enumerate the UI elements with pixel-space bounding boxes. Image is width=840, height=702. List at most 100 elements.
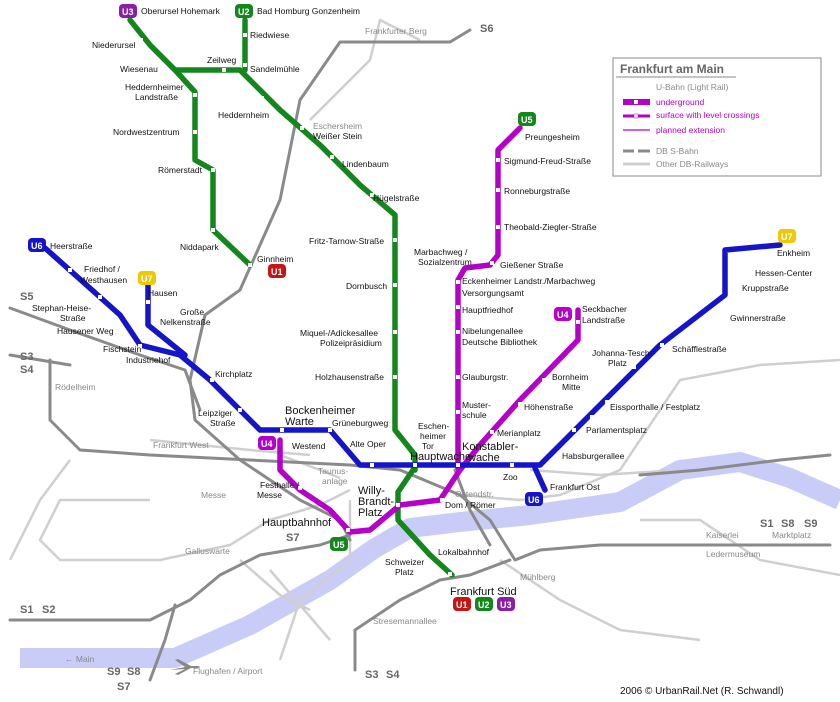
label-schweizer-2: Platz (395, 567, 414, 577)
label-eissporthalle: Eissporthalle / Festplatz (610, 402, 700, 412)
legend-item-surface: surface with level crossings (656, 110, 759, 120)
badge-u7-enkheim: U7 (778, 229, 796, 243)
label-fritz-tarnow: Fritz-Tarnow-Straße (309, 236, 384, 246)
label-frankfurt-sued: Frankfurt Süd (450, 586, 517, 598)
label-musterschule-1: Muster- (462, 400, 491, 410)
label-eschenheimer-2: heimer (420, 431, 446, 441)
label-willy-3: Platz (358, 507, 382, 519)
label-miquel-1: Miquel-/Adickesallee (300, 328, 378, 338)
s5-left-label: S5 (20, 291, 33, 303)
label-hauptfriedhof: Hauptfriedhof (462, 305, 514, 315)
label-muehlberg: Mühlberg (520, 572, 556, 582)
label-miquel-2: Polizeipräsidium (320, 338, 382, 348)
label-messe: Messe (201, 490, 226, 500)
label-main-river: ← Main (65, 654, 95, 664)
badge-u6-ost: U6 (525, 492, 543, 506)
label-zoo: Zoo (503, 472, 518, 482)
label-leipziger-2: Straße (210, 418, 236, 428)
badge-u5-hbf: U5 (330, 537, 348, 551)
label-schweizer-1: Schweizer (385, 557, 424, 567)
label-heddernheim: Heddernheim (218, 110, 269, 120)
label-taunus-2: anlage (322, 476, 348, 486)
badge-u3-label: U3 (122, 7, 134, 17)
s6-top-label: S6 (480, 23, 493, 35)
label-industriehof: Industriehof (126, 355, 171, 365)
label-zeilweg: Zeilweg (207, 55, 237, 65)
label-seckbacher-2: Landstraße (582, 315, 625, 325)
label-frankfurter-berg: Frankfurter Berg (365, 26, 427, 36)
label-musterschule-2: schule (462, 410, 487, 420)
label-grosse-2: Nelkenstraße (160, 317, 211, 327)
s3-bottom-label: S3 (365, 669, 378, 681)
label-eschenheimer-3: Tor (422, 441, 434, 451)
label-kirchplatz: Kirchplatz (215, 369, 252, 379)
label-willy-2: Brandt- (358, 496, 394, 508)
db-other-railways (8, 18, 840, 661)
label-lindenbaum: Lindenbaum (342, 159, 389, 169)
label-marktplatz: Marktplatz (772, 530, 811, 540)
label-bad-homburg: Bad Homburg Gonzenheim (257, 6, 360, 16)
badge-u7-enk-label: U7 (781, 232, 793, 242)
label-weisser-stein: Weißer Stein (313, 131, 362, 141)
legend-item-ubahn: U-Bahn (Light Rail) (656, 82, 728, 92)
label-hessen-center: Hessen-Center (755, 268, 812, 278)
river-main (20, 452, 840, 668)
badge-u3-top: U3 (119, 4, 137, 18)
label-habsburger: Habsburgerallee (562, 451, 625, 461)
label-stephan-1: Stephan-Heise- (32, 303, 91, 313)
label-hausener: Hausener Weg (57, 326, 114, 336)
badge-u2-sued-label: U2 (478, 600, 490, 610)
station-markers (68, 33, 774, 576)
label-heddernheimer-2: Landstraße (135, 92, 178, 102)
label-hauptwache: Hauptwache (410, 451, 471, 463)
label-johanna-1: Johanna-Tesch- (592, 348, 653, 358)
label-willy-1: Willy- (358, 485, 385, 497)
s9-bottom-label: S9 (107, 666, 120, 678)
label-bornheim-1: Bornheim (552, 372, 588, 382)
badge-u2-sued: U2 (475, 597, 493, 611)
label-kruppstrasse: Kruppstraße (742, 283, 789, 293)
label-ronneburg: Ronneburgstraße (504, 186, 570, 196)
badge-u2-label: U2 (238, 7, 250, 17)
station-labels: Oberursel Hohemark Bad Homburg Gonzenhei… (32, 6, 812, 676)
label-stephan-2: Straße (60, 313, 86, 323)
s1-left-label: S1 (20, 604, 33, 616)
label-ginnheim: Ginnheim (257, 254, 293, 264)
badge-u1-ginnheim: U1 (268, 264, 286, 278)
label-riedwiese: Riedwiese (250, 30, 289, 40)
label-dom-roemer: Dom / Römer (445, 500, 496, 510)
sbahn-labels: S6 S5 S3 S4 S1 S2 S9 S8 S7 S3 S4 S7 S1 S… (20, 23, 817, 693)
credit-text: 2006 © UrbanRail.Net (R. Schwandl) (620, 686, 784, 697)
badge-u1-sued-label: U1 (456, 600, 468, 610)
s8-right-label: S8 (781, 518, 794, 530)
badge-u6-left: U6 (28, 238, 46, 252)
badge-u1-label: U1 (271, 267, 283, 277)
label-nordwestzentrum: Nordwestzentrum (113, 127, 180, 137)
label-enkheim: Enkheim (777, 248, 810, 258)
label-kaiserlei: Kaiserlei (706, 530, 739, 540)
label-konstabler-2: wache (467, 452, 500, 464)
s7-bottom-label: S7 (117, 681, 130, 693)
u-line-u1-u2-u3 (127, 17, 455, 578)
badge-u7-hausen: U7 (138, 271, 156, 285)
label-gwinner: Gwinnerstraße (730, 313, 786, 323)
label-versorgungsamt: Versorgungsamt (462, 288, 525, 298)
label-huegelstrasse: Hügelstraße (373, 193, 420, 203)
label-sandelmuehle: Sandelmühle (250, 64, 300, 74)
label-konstabler-1: Konstabler- (462, 441, 519, 453)
label-bockenheimer-2: Warte (285, 416, 314, 428)
label-parlamentsplatz: Parlamentsplatz (586, 425, 647, 435)
label-frankfurt-ost: Frankfurt Ost (550, 482, 600, 492)
badge-u4-b-label: U4 (261, 439, 273, 449)
badge-u3-sued-label: U3 (500, 600, 512, 610)
label-festhalle-2: Messe (257, 490, 282, 500)
badge-u7-label: U7 (141, 274, 153, 284)
badge-u4-bockenheim: U4 (258, 436, 276, 450)
label-schaeffle: Schäfflestraße (672, 344, 727, 354)
label-merianplatz: Merianplatz (497, 428, 541, 438)
label-grueneburgweg: Grüneburgweg (332, 418, 389, 428)
label-sigmund-freud: Sigmund-Freud-Straße (504, 156, 591, 166)
label-niddapark: Niddapark (180, 242, 219, 252)
label-marbachweg-1: Marbachweg / (414, 247, 468, 257)
